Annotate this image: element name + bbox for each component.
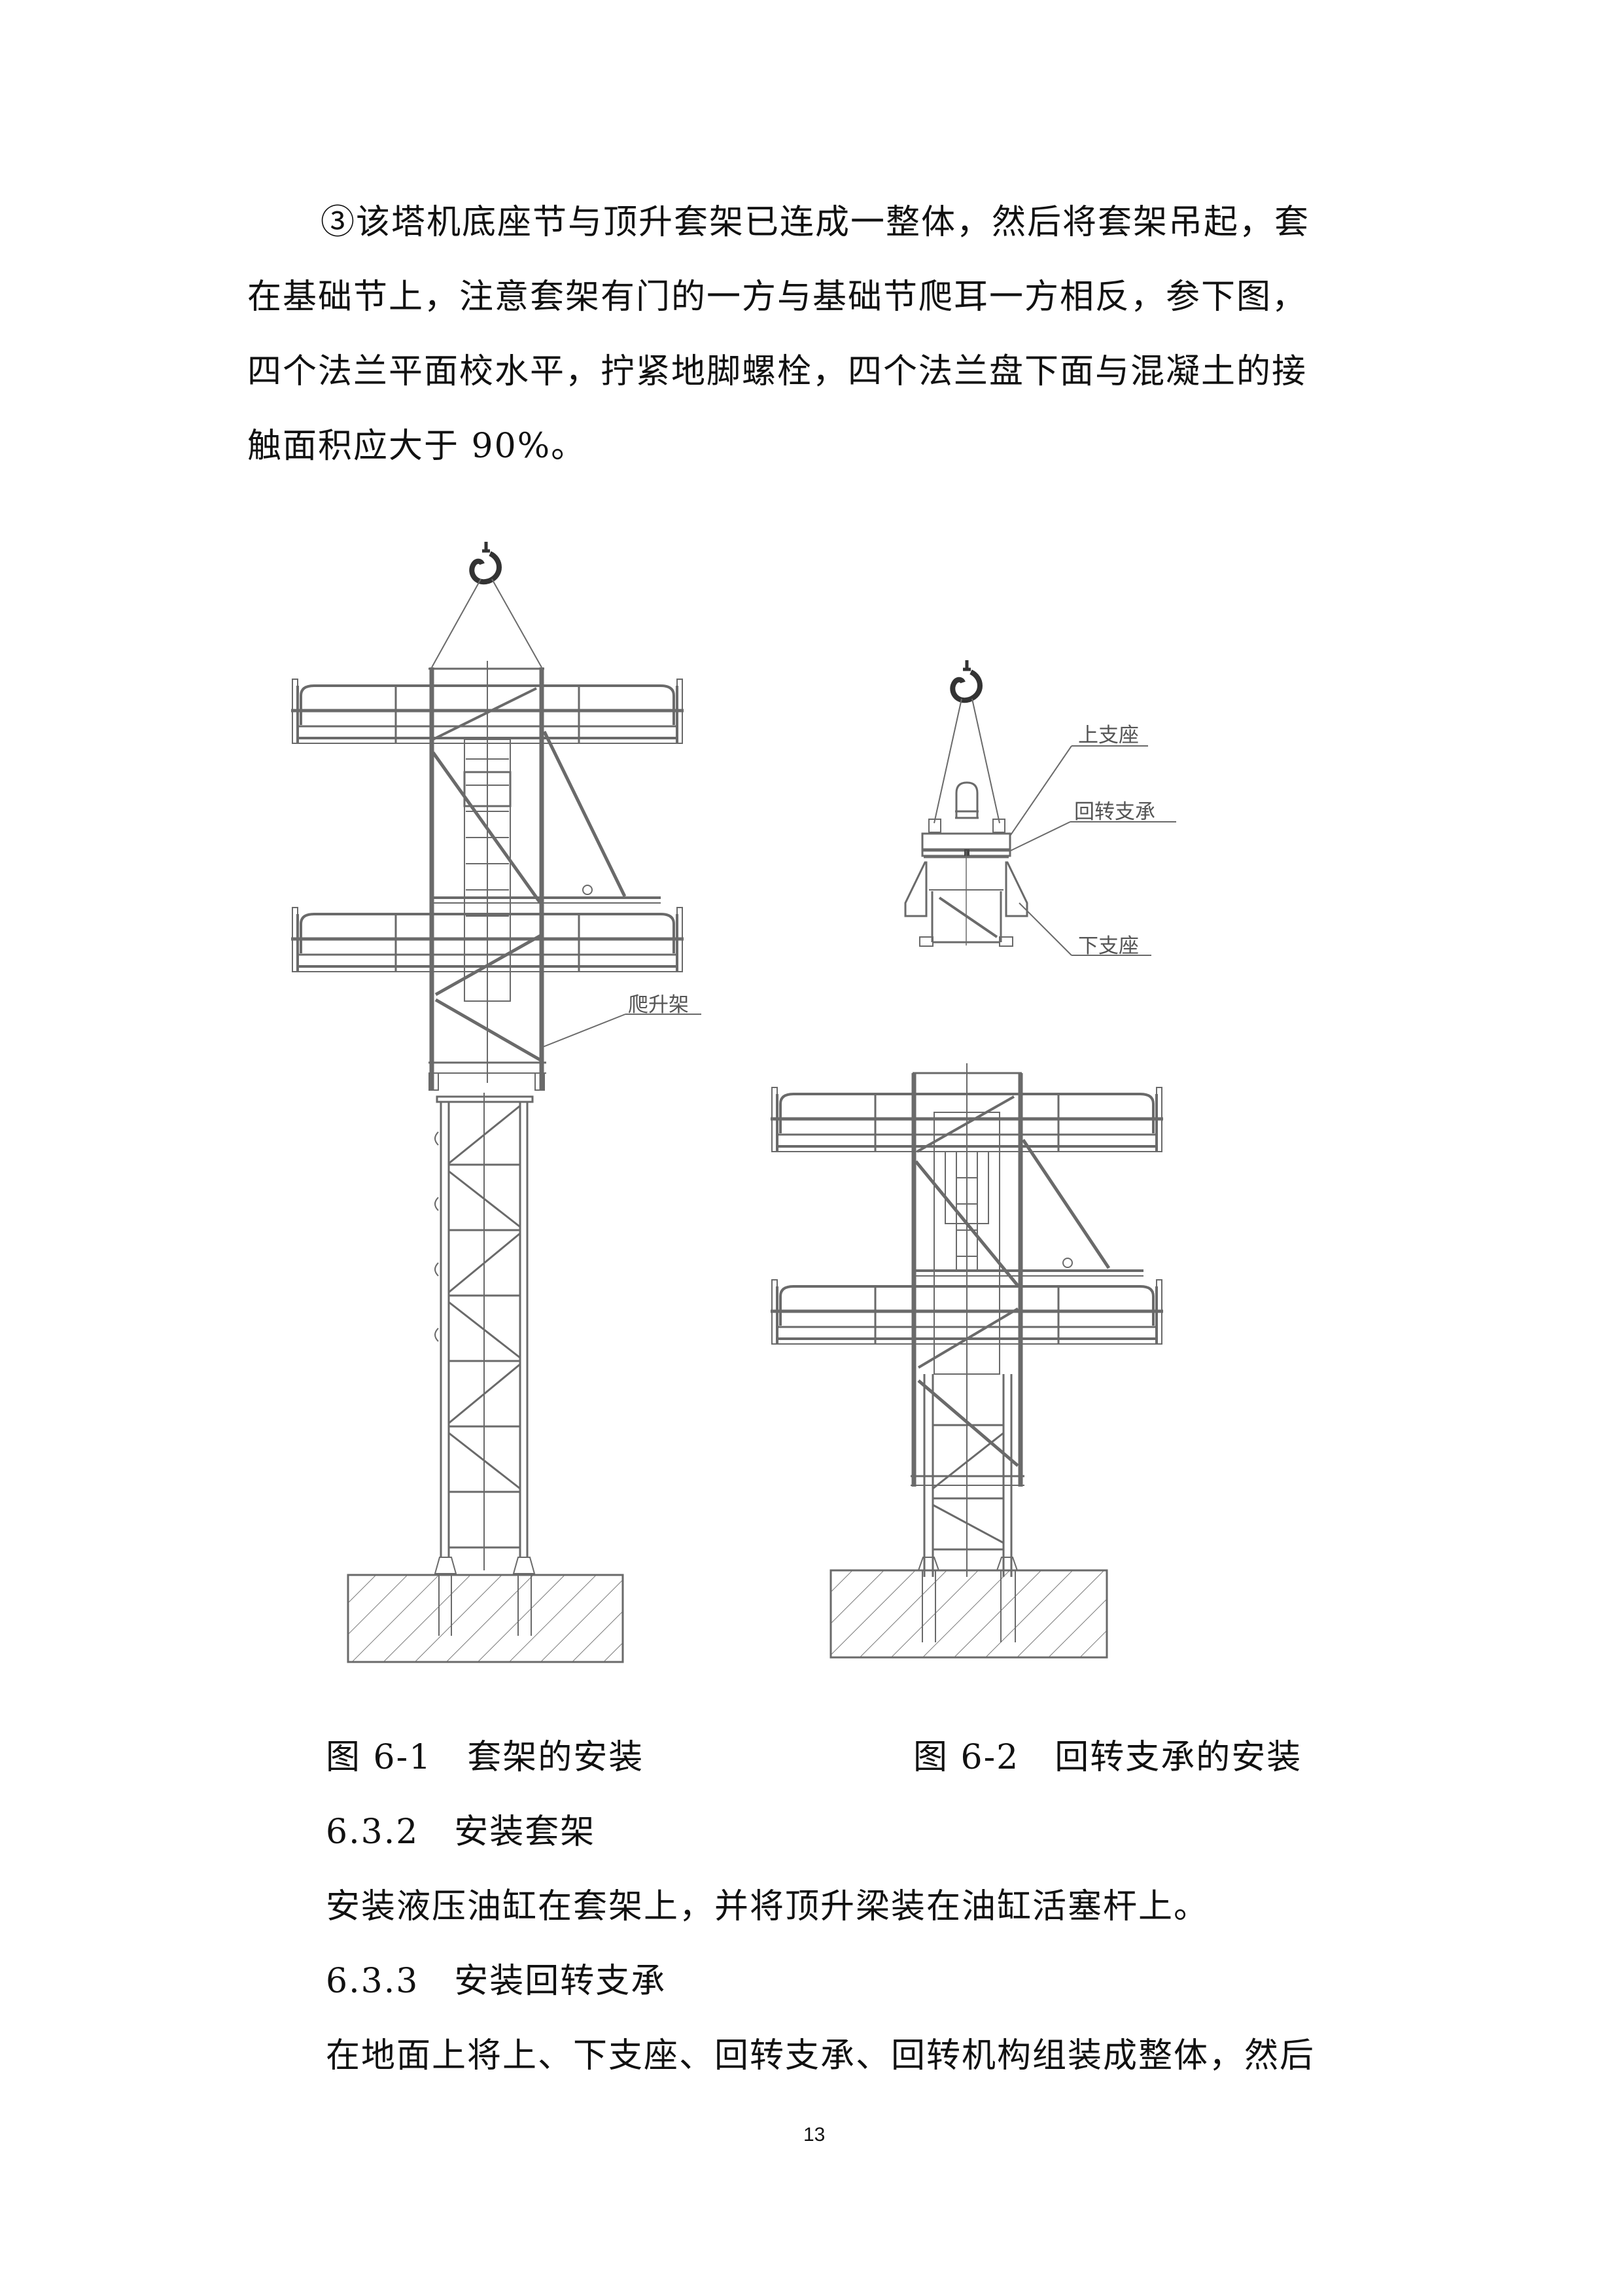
figure-1-drawing	[291, 542, 701, 1663]
figure-2-caption: 图 6-2 回转支承的安装	[913, 1738, 1302, 1777]
paragraph-line-4: 触面积应大于 90%。	[247, 427, 587, 466]
section-6-3-2-body: 安装液压油缸在套架上，并将顶升梁装在油缸活塞杆上。	[326, 1887, 1210, 1926]
figure-1-caption: 图 6-1 套架的安装	[326, 1738, 644, 1777]
section-6-3-3-body: 在地面上将上、下支座、回转支承、回转机构组装成整体，然后	[326, 2036, 1316, 2075]
section-6-3-2-heading: 6.3.2 安装套架	[326, 1812, 596, 1852]
crane-hook-icon	[952, 660, 980, 700]
figure-2-drawing	[771, 660, 1176, 1659]
paragraph-line-2: 在基础节上，注意套架有门的一方与基础节爬耳一方相反，参下图，	[247, 277, 1308, 317]
label-lower-support: 下支座	[1078, 934, 1139, 958]
crane-hook-icon	[472, 542, 499, 582]
page-number: 13	[803, 2124, 826, 2146]
label-climbing-frame: 爬升架	[628, 993, 689, 1017]
label-slewing-bearing: 回转支承	[1074, 800, 1155, 824]
label-upper-support: 上支座	[1078, 724, 1139, 747]
section-6-3-3-heading: 6.3.3 安装回转支承	[326, 1962, 667, 2001]
paragraph-line-1: ③该塔机底座节与顶升套架已连成一整体，然后将套架吊起，套	[321, 203, 1310, 242]
paragraph-line-3: 四个法兰平面校水平，拧紧地脚螺栓，四个法兰盘下面与混凝土的接	[247, 352, 1308, 391]
